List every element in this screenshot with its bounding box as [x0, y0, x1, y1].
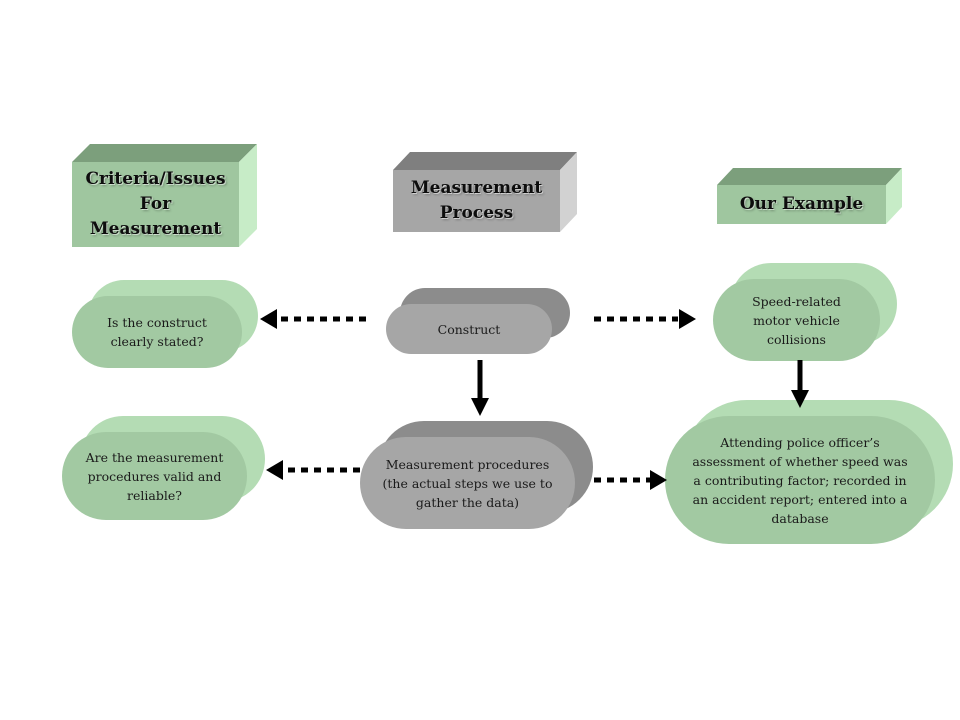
- example-header-title: Our Example: [739, 194, 864, 214]
- arrow-example-down: [791, 360, 809, 408]
- construct-example-pill: [713, 263, 897, 361]
- arrow-construct-to-example: [594, 309, 696, 329]
- process-header-box: [393, 152, 577, 232]
- arrow-procedures-to-criteria: [266, 460, 360, 480]
- procedures-text: Measurement procedures (the actual steps…: [382, 456, 553, 510]
- arrow-procedures-to-example: [594, 470, 667, 490]
- procedures-example-text: Attending police officer’s assessment of…: [692, 434, 908, 526]
- criteria-header-box: [72, 144, 257, 247]
- construct-pill: [386, 288, 570, 354]
- construct-question-pill: [72, 280, 258, 368]
- construct-example-text: Speed-related motor vehicle collisions: [752, 293, 841, 347]
- criteria-header-title: Criteria/Issues For Measurement: [85, 169, 226, 239]
- construct-question-text: Is the construct clearly stated?: [107, 315, 207, 349]
- example-header-box: [717, 168, 902, 224]
- procedures-example-pill: [665, 400, 953, 544]
- procedures-pill: [360, 421, 593, 529]
- validity-question-text: Are the measurement procedures valid and…: [85, 449, 224, 503]
- validity-question-pill: [62, 416, 265, 520]
- process-header-title: Measurement Process: [410, 178, 543, 223]
- arrow-construct-to-procedures: [471, 360, 489, 416]
- construct-text: Construct: [437, 321, 501, 337]
- arrow-construct-to-criteria: [260, 309, 366, 329]
